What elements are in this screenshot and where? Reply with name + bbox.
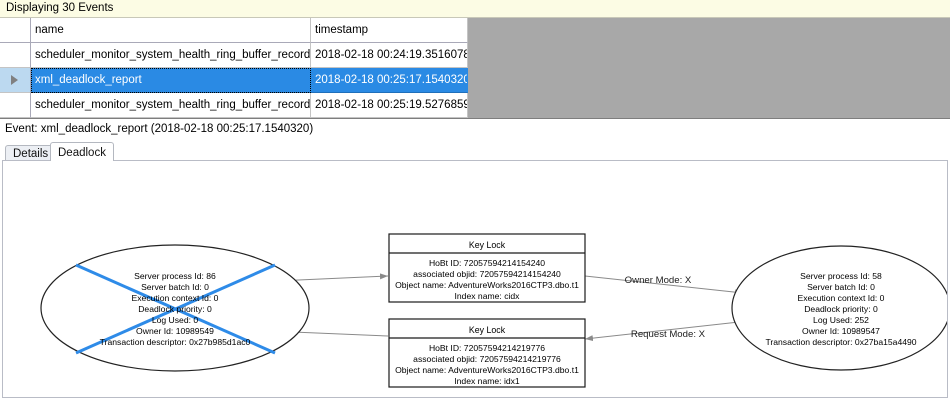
events-grid-background: name timestamp scheduler_monitor_system_… (0, 18, 950, 119)
cell-name[interactable]: xml_deadlock_report (31, 68, 311, 93)
deadlock-graph-panel[interactable]: Request Mode: S Owner Mode: S Owner Mode… (2, 160, 948, 398)
deadlock-victim-x-icon (75, 263, 276, 355)
resource-node-keylock-bottom[interactable]: Key Lock HoBt ID: 72057594214219776 asso… (388, 318, 586, 388)
row-header[interactable] (0, 43, 31, 68)
process-right-line-0: Server process Id: 58 (800, 271, 882, 281)
process-left-line-1: Server batch Id: 0 (141, 282, 209, 292)
process-right-line-4: Log Used: 252 (813, 315, 869, 325)
process-right-line-6: Transaction descriptor: 0x27ba15a4490 (765, 337, 916, 347)
cell-timestamp[interactable]: 2018-02-18 00:24:19.3516078 (311, 43, 468, 68)
edge-right-request-label: Request Mode: X (631, 329, 706, 340)
process-node-right[interactable]: Server process Id: 58 Server batch Id: 0… (731, 245, 948, 371)
keylock-top-box (388, 233, 586, 303)
play-triangle-icon (11, 75, 18, 85)
process-left-line-3: Deadlock priority: 0 (138, 304, 212, 314)
resource-node-keylock-top[interactable]: Key Lock HoBt ID: 72057594214154240 asso… (388, 233, 586, 303)
events-count-label: Displaying 30 Events (6, 2, 114, 14)
table-header-row: name timestamp (0, 18, 468, 43)
process-ellipse-right (731, 245, 947, 371)
row-header[interactable] (0, 93, 31, 118)
keylock-top-line-2: Object name: AdventureWorks2016CTP3.dbo.… (395, 280, 579, 290)
process-right-line-5: Owner Id: 10989547 (802, 326, 880, 336)
cell-name[interactable]: scheduler_monitor_system_health_ring_buf… (31, 43, 311, 68)
tab-details[interactable]: Details (5, 145, 57, 161)
keylock-bottom-line-3: Index name: idx1 (454, 376, 520, 386)
process-left-line-4: Log Used: 0 (152, 315, 199, 325)
process-right-line-3: Deadlock priority: 0 (804, 304, 878, 314)
column-header-name[interactable]: name (31, 18, 311, 43)
table-row-selected[interactable]: xml_deadlock_report 2018-02-18 00:25:17.… (0, 68, 468, 93)
keylock-bottom-line-2: Object name: AdventureWorks2016CTP3.dbo.… (395, 365, 579, 375)
table-row[interactable]: scheduler_monitor_system_health_ring_buf… (0, 93, 468, 118)
edge-right-owner-line (584, 275, 744, 296)
row-header-corner (0, 18, 31, 43)
cell-timestamp[interactable]: 2018-02-18 00:25:19.5276859 (311, 93, 468, 118)
keylock-bottom-box (388, 318, 586, 388)
keylock-top-line-3: Index name: cidx (455, 291, 521, 301)
cell-timestamp[interactable]: 2018-02-18 00:25:17.1540320 (311, 68, 468, 93)
process-left-line-5: Owner Id: 10989549 (136, 326, 214, 336)
edge-right-owner-label: Owner Mode: X (625, 275, 692, 286)
tab-deadlock[interactable]: Deadlock (50, 142, 114, 161)
keylock-top-title: Key Lock (469, 240, 506, 250)
process-left-line-2: Execution context Id: 0 (132, 293, 219, 303)
keylock-bottom-title: Key Lock (469, 325, 506, 335)
column-header-timestamp[interactable]: timestamp (311, 18, 468, 43)
keylock-top-line-0: HoBt ID: 72057594214154240 (429, 258, 545, 268)
process-right-line-1: Server batch Id: 0 (807, 282, 875, 292)
row-header[interactable] (0, 68, 31, 93)
event-caption: Event: xml_deadlock_report (2018-02-18 0… (0, 120, 950, 140)
tab-strip: Details Deadlock (0, 142, 950, 161)
process-left-line-6: Transaction descriptor: 0x27b985d1ac0 (100, 337, 251, 347)
event-caption-label: Event: xml_deadlock_report (2018-02-18 0… (5, 123, 314, 135)
keylock-bottom-line-0: HoBt ID: 72057594214219776 (429, 343, 545, 353)
keylock-bottom-line-1: associated objid: 72057594214219776 (413, 354, 561, 364)
events-grid[interactable]: name timestamp scheduler_monitor_system_… (0, 18, 468, 118)
edge-right-request-line (584, 320, 749, 342)
deadlock-graph-svg: Request Mode: S Owner Mode: S Owner Mode… (40, 233, 948, 388)
process-left-line-0: Server process Id: 86 (134, 271, 216, 281)
cell-name[interactable]: scheduler_monitor_system_health_ring_buf… (31, 93, 311, 118)
process-right-line-2: Execution context Id: 0 (798, 293, 885, 303)
process-node-left[interactable]: Server process Id: 86 Server batch Id: 0… (40, 244, 310, 372)
table-row[interactable]: scheduler_monitor_system_health_ring_buf… (0, 43, 468, 68)
events-count-bar: Displaying 30 Events (0, 0, 950, 18)
keylock-top-line-1: associated objid: 72057594214154240 (413, 269, 561, 279)
